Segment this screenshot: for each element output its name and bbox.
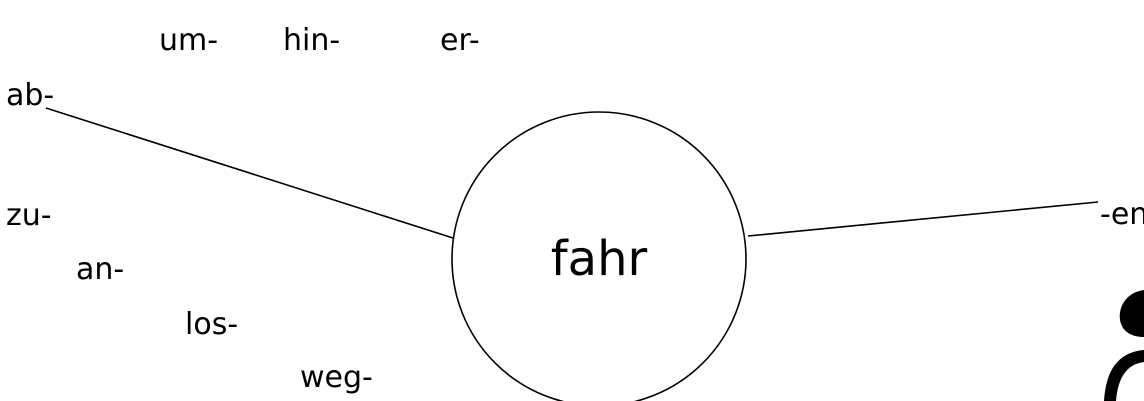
partial-drawing-figure [1104,290,1144,401]
prefix-er: er- [440,23,480,58]
prefix-zu: zu- [6,198,52,233]
connector-ab-to-stem [45,107,454,239]
connector-stem-to-en [747,201,1099,237]
suffix-en: -en [1100,197,1144,232]
prefix-an: an- [76,252,125,287]
stem-circle [451,111,747,401]
word-stem: fahr [550,231,648,287]
prefix-um: um- [159,23,219,58]
prefix-weg: weg- [300,360,373,395]
prefix-ab: ab- [6,78,55,113]
prefix-los: los- [185,307,239,342]
prefix-hin: hin- [283,23,341,58]
